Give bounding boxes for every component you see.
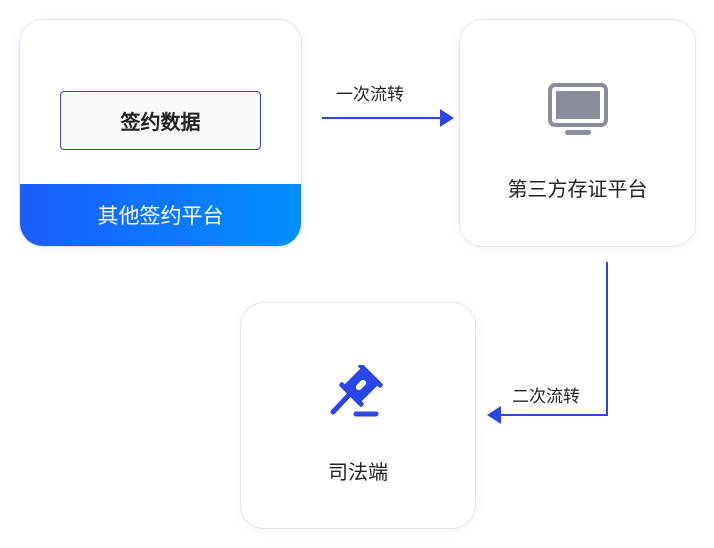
evidence-platform-label: 第三方存证平台: [507, 177, 648, 201]
first-transfer-arrow: [322, 109, 454, 127]
signing-data-box: 签约数据: [60, 91, 261, 150]
source-platform-card: 签约数据 其他签约平台: [19, 19, 302, 247]
first-transfer-label: 一次流转: [336, 85, 404, 105]
second-transfer-label: 二次流转: [512, 387, 580, 407]
second-transfer-arrow: [487, 262, 608, 424]
monitor-icon: [548, 83, 608, 135]
gavel-icon: [330, 365, 383, 417]
judicial-card: 司法端: [240, 302, 476, 529]
source-platform-label: 其他签约平台: [20, 184, 301, 246]
judicial-label: 司法端: [328, 460, 388, 484]
evidence-platform-card: 第三方存证平台: [459, 19, 696, 247]
